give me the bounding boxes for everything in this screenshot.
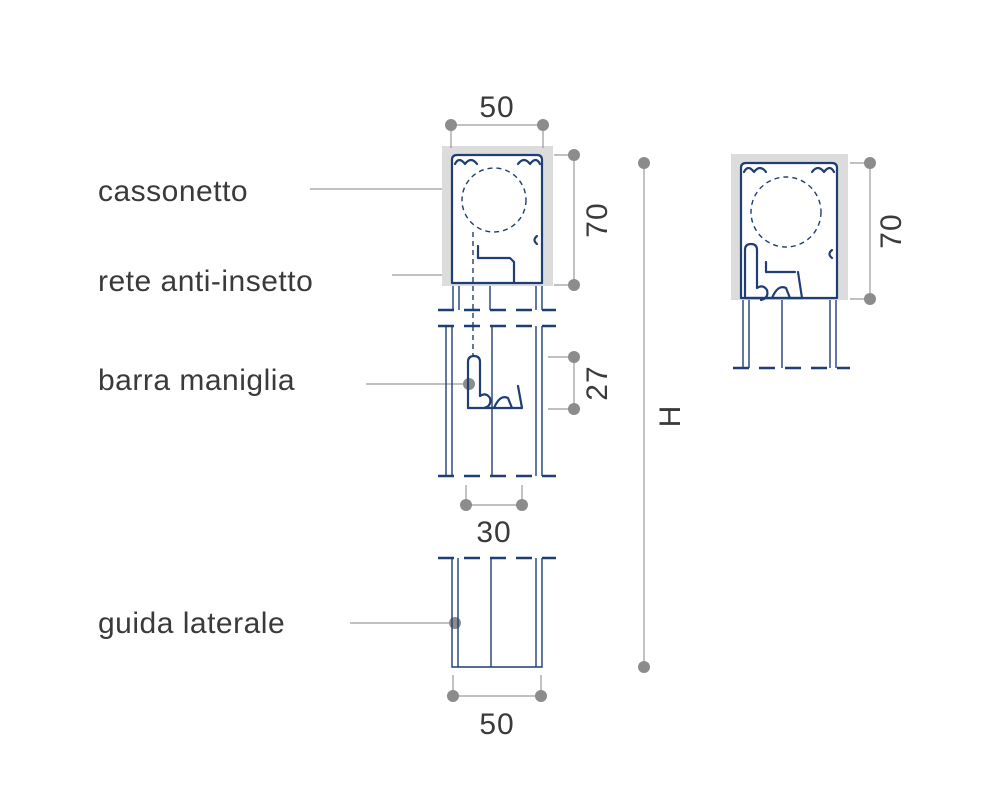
dim-label-total-height: H: [654, 405, 687, 428]
rete-exit-profile: [476, 244, 516, 285]
dim-bar-width: 30: [460, 485, 528, 549]
leader-dot-guida: [449, 617, 461, 629]
dim-alt-box-height: 70: [850, 157, 908, 305]
label-guida-laterale: guida laterale: [98, 607, 285, 640]
barra-maniglia-profile: [466, 354, 524, 410]
dim-label-bar-height: 27: [581, 365, 614, 400]
dim-guide-width: 50: [447, 675, 547, 741]
label-cassonetto: cassonetto: [98, 175, 248, 208]
cassonetto-profile: [450, 153, 544, 285]
dim-bar-height: 27: [548, 351, 614, 415]
dim-box-height: 70: [554, 149, 614, 291]
roller-tube-outline: [461, 167, 527, 233]
dim-label-box-width: 50: [479, 91, 514, 124]
bottom-guide-segment: [438, 556, 556, 668]
dim-total-height: H: [638, 157, 687, 673]
dim-label-guide-width: 50: [479, 708, 514, 741]
middle-segment: [438, 324, 556, 478]
dim-label-alt-box-height: 70: [875, 213, 908, 248]
alt-cassonetto-profile: [739, 161, 839, 300]
cassonetto-clips: [453, 158, 542, 166]
dim-label-box-height: 70: [581, 202, 614, 237]
label-rete-anti-insetto: rete anti-insetto: [98, 265, 313, 298]
guide-upper-segment: [438, 286, 556, 312]
alt-barra-profile: [743, 242, 804, 302]
dim-label-bar-width: 30: [476, 516, 511, 549]
alt-cassonetto: [731, 154, 850, 370]
alt-roller-tube-outline: [750, 176, 822, 248]
cassonetto-hook: [533, 234, 539, 246]
main-cassonetto: [442, 146, 553, 325]
label-barra-maniglia: barra maniglia: [98, 364, 295, 397]
dim-box-width: 50: [445, 91, 549, 148]
